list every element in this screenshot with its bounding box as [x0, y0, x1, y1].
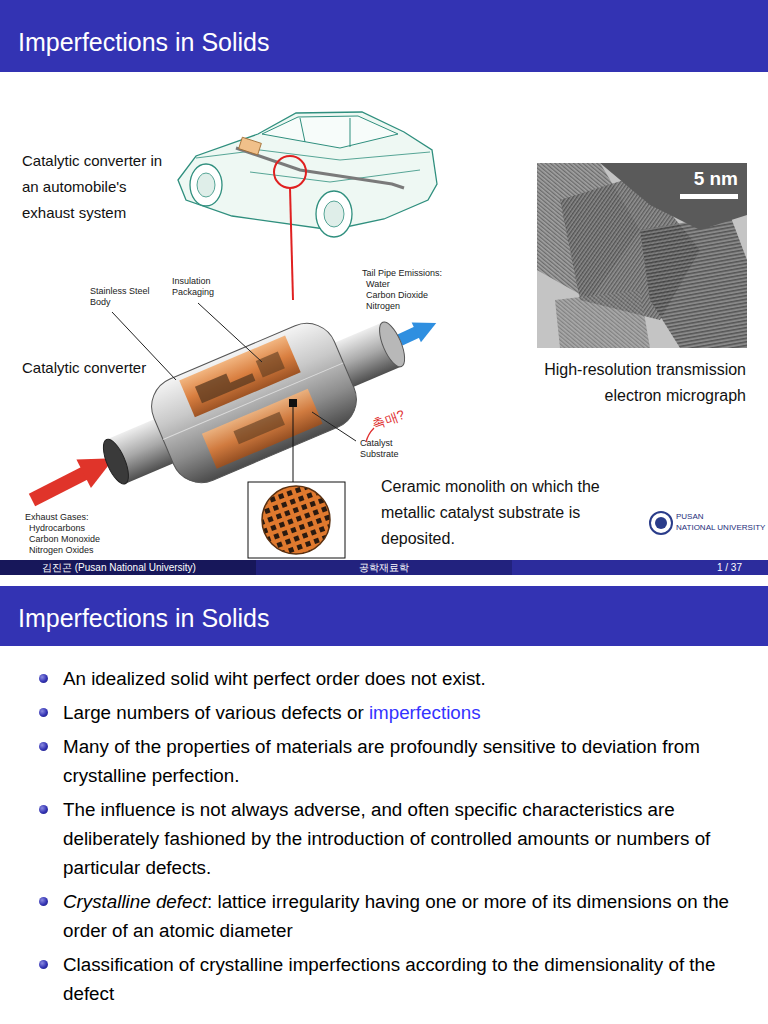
car-drawing-part: [178, 112, 437, 230]
inset-leader: [293, 407, 294, 482]
logo-text: PUSAN: [676, 512, 704, 522]
bullet-text: Many of the properties of materials are …: [63, 736, 700, 786]
university-logo-part: [655, 517, 667, 529]
slide-title: Imperfections in Solids: [18, 603, 270, 633]
bullet-dot: [39, 708, 48, 717]
title-band: Imperfections in Solids: [0, 0, 768, 72]
logo-text: NATIONAL UNIVERSITY: [676, 523, 765, 533]
bullet-text: The influence is not always adverse, and…: [63, 799, 710, 878]
part-name: Nitrogen Oxides: [29, 545, 94, 556]
title-band: Imperfections in Solids: [0, 586, 768, 646]
car-drawing-part: [239, 137, 262, 155]
car-drawing-part: [290, 188, 293, 300]
slide-title: Imperfections in Solids: [18, 27, 270, 57]
bullet-dot: [39, 674, 48, 683]
part-name: Carbon Monoxide: [29, 534, 100, 545]
bullet-dot: [39, 742, 48, 751]
figure-caption: Catalytic converter in an automobile's e…: [22, 148, 172, 226]
car-drawing-part: [350, 118, 351, 147]
part-name: Insulation Packaging: [172, 276, 224, 298]
exhaust-in-arrow-part: [29, 467, 89, 507]
monolith-inset-part: [248, 482, 345, 558]
catalytic-converter-drawing-part: [195, 364, 255, 403]
catalytic-converter-drawing-part: [142, 314, 365, 492]
micrograph-picture-part: [640, 215, 747, 348]
page-number: 1 / 37: [717, 561, 742, 574]
bullet-text: imperfections: [369, 702, 481, 723]
car-drawing-part: [316, 191, 352, 237]
catalytic-converter-drawing-part: [202, 389, 323, 469]
micrograph-frame: 5 nm: [537, 163, 747, 348]
bullet-dot: [39, 897, 48, 906]
bullet-dot: [39, 805, 48, 814]
catalytic-converter-drawing-part: [163, 363, 343, 440]
scale-bar-label: 5 nm: [694, 168, 738, 191]
bullet-dot: [39, 960, 48, 969]
car-drawing-part: [324, 201, 344, 227]
emission-out-arrow-part: [412, 313, 441, 342]
university-logo: [650, 512, 672, 534]
bullet-item: An idealized solid wiht perfect order do…: [63, 664, 751, 693]
micrograph-picture-part: [600, 163, 747, 230]
catalytic-converter-drawing-part: [256, 352, 285, 378]
car-drawing-part: [274, 156, 306, 188]
footer-bar: 김진곤 (Pusan National University) 공학재료학 1 / …: [0, 560, 768, 575]
bullet-text: Classification of crystalline imperfecti…: [63, 954, 715, 1004]
course-name: 공학재료학: [256, 561, 512, 574]
leader-line: [312, 412, 356, 441]
university-logo-part: [650, 512, 672, 534]
inset-marker: [289, 399, 297, 407]
part-name: Catalyst Substrate: [360, 438, 410, 460]
monolith-inset: [248, 482, 345, 558]
car-drawing-part: [300, 118, 305, 142]
bullet-text: Large numbers of various defects or: [63, 702, 364, 723]
bullet-item: Large numbers of various defects orimper…: [63, 698, 751, 727]
catalytic-converter-drawing-part: [374, 319, 409, 370]
bullet-text: Crystalline defect: [63, 891, 207, 912]
bullet-item: Classification of crystalline imperfecti…: [63, 950, 751, 1008]
part-name: Hydrocarbons: [29, 523, 85, 534]
car-drawing-part: [236, 148, 404, 188]
figure-caption: Catalytic converter: [22, 359, 146, 376]
car-drawing-part: [197, 173, 215, 197]
car-drawing-part: [190, 164, 222, 206]
bullet-item: Many of the properties of materials are …: [63, 732, 751, 790]
part-name: Exhaust Gases:: [25, 512, 89, 523]
micrograph-picture: [537, 163, 747, 348]
car-drawing-part: [196, 150, 430, 160]
catalytic-converter-drawing-part: [98, 436, 133, 487]
micrograph-picture-part: [680, 194, 738, 199]
leader-line: [198, 303, 262, 362]
bullet-text: An idealized solid wiht perfect order do…: [63, 668, 486, 689]
part-name: Carbon Dioxide: [366, 290, 428, 301]
part-name: Water: [366, 279, 390, 290]
author-name: 김진곤 (Pusan National University): [42, 561, 196, 574]
handwritten-note: 촉매?: [370, 406, 407, 434]
part-name: Tail Pipe Emissions:: [362, 268, 442, 279]
part-name: Stainless Steel Body: [90, 286, 154, 308]
catalytic-converter-drawing-part: [233, 412, 284, 444]
bullet-item: The influence is not always adverse, and…: [63, 795, 751, 882]
micrograph-picture-part: [537, 163, 747, 348]
bullet-item: Crystalline defect: lattice irregularity…: [63, 887, 751, 945]
monolith-inset-part: [262, 486, 330, 554]
figure-caption: High-resolution transmission electron mi…: [500, 357, 746, 409]
part-name: Nitrogen: [366, 301, 400, 312]
figure-caption: Ceramic monolith on which the metallic c…: [381, 474, 631, 552]
micrograph-picture-part: [555, 290, 650, 348]
bullet-list: An idealized solid wiht perfect order do…: [63, 664, 751, 1013]
car-drawing-part: [262, 116, 398, 148]
